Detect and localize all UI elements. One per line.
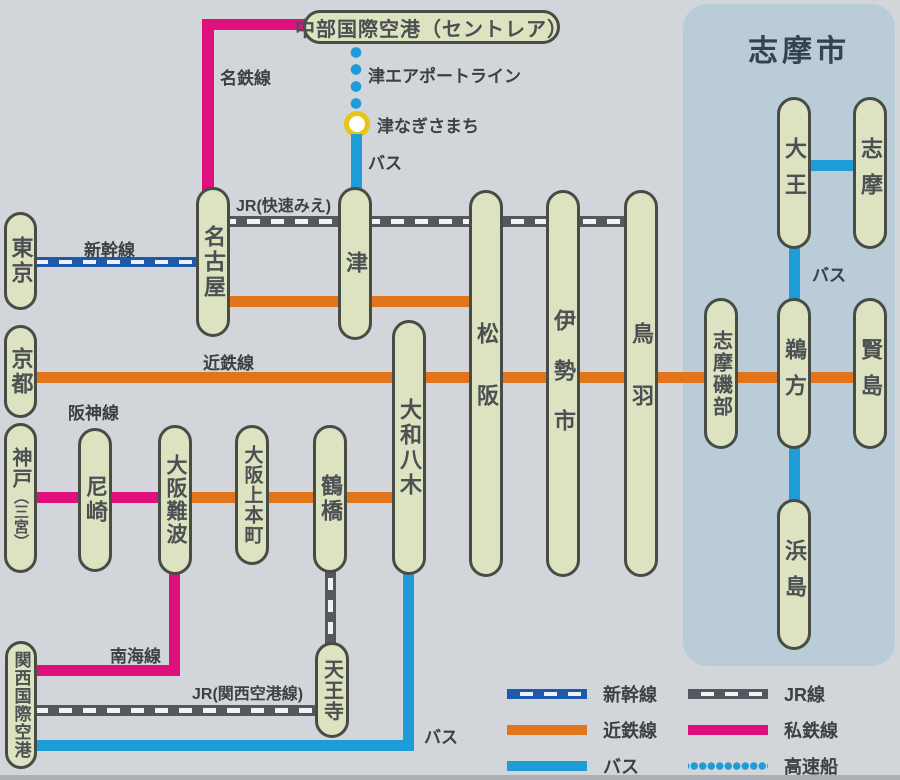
jr-tennoji-line	[325, 568, 336, 646]
jr-kanku-line	[22, 705, 332, 716]
bus-line-yagi-vertical	[403, 570, 414, 751]
bus-line-kanku-horizontal	[22, 740, 414, 751]
bus-line-daio-shima	[808, 160, 858, 171]
bus-line-daio-ugata	[789, 245, 800, 301]
jr-mie-line	[210, 216, 641, 227]
legend-swatch-shinkansen	[507, 689, 587, 699]
kintetsu-osaka-line	[175, 492, 410, 503]
station-tennoji: 天王寺	[315, 642, 349, 738]
kintetsu-main-line	[22, 372, 870, 383]
label-bus-shima: バス	[812, 266, 846, 285]
station-tsuruhashi: 鶴橋	[313, 425, 347, 573]
legend-item-private-rail: 私鉄線	[688, 717, 838, 743]
bus-line-nagisamachi-tsu	[351, 134, 362, 192]
station-nagoya: 名古屋	[196, 187, 230, 337]
label-hanshin: 阪神線	[68, 404, 119, 423]
label-bus-top: バス	[368, 154, 402, 173]
legend-swatch-bus	[507, 761, 587, 771]
legend-swatch-private-rail	[688, 725, 768, 735]
label-nankai: 南海線	[110, 647, 161, 666]
station-kobe-sannomiya: 神戸（三宮）	[4, 423, 37, 573]
station-ise-shi: 伊勢市	[546, 190, 580, 577]
station-shima-isobe: 志摩磯部	[704, 298, 738, 449]
legend-swatch-kintetsu	[507, 725, 587, 735]
legend-item-shinkansen: 新幹線	[507, 681, 657, 707]
legend-swatch-jr	[688, 689, 768, 699]
region-title: 志摩市	[748, 35, 850, 68]
legend-swatch-boat	[688, 761, 768, 771]
tsu-airport-line-dotted	[350, 42, 362, 114]
station-matsusaka: 松阪	[469, 190, 503, 577]
station-amagasaki: 尼崎	[78, 428, 112, 572]
station-tokyo: 東京	[4, 212, 37, 310]
legend-item-kintetsu: 近鉄線	[507, 717, 657, 743]
nankai-line-vertical	[169, 570, 180, 676]
meitetsu-line-vertical	[202, 19, 214, 191]
legend-item-bus: バス	[507, 753, 639, 779]
station-shima: 志摩	[853, 97, 887, 249]
station-kyoto: 京都	[4, 325, 37, 418]
station-centrair: 中部国際空港（セントレア）	[295, 10, 567, 44]
legend-item-boat: 高速船	[688, 753, 838, 779]
label-bus-bottom: バス	[424, 728, 458, 747]
shinkansen-line	[22, 257, 208, 267]
label-meitetsu-line: 名鉄線	[220, 69, 271, 88]
bus-line-ugata-hamajima	[789, 447, 800, 502]
label-jr-kanku: JR(関西空港線)	[192, 686, 304, 703]
station-hamajima: 浜島	[777, 499, 811, 650]
label-shinkansen: 新幹線	[84, 241, 135, 260]
legend-item-jr: JR線	[688, 681, 825, 707]
label-kintetsu: 近鉄線	[203, 354, 254, 373]
station-osaka-uehommachi: 大阪上本町	[235, 425, 269, 565]
station-kansai-airport: 関西国際空港	[5, 641, 37, 769]
station-tsu: 津	[338, 187, 372, 340]
station-osaka-namba: 大阪難波	[158, 425, 192, 575]
station-toba: 鳥羽	[624, 190, 658, 577]
station-ugata: 鵜方	[777, 298, 811, 449]
station-daio: 大王	[777, 97, 811, 249]
label-tsu-airport-line: 津エアポートライン	[368, 67, 521, 86]
meitetsu-line-horizontal	[202, 19, 308, 30]
station-kashikojima: 賢島	[853, 298, 887, 449]
label-tsu-nagisamachi: 津なぎさまち	[377, 117, 479, 136]
label-jr-mie: JR(快速みえ)	[236, 198, 332, 215]
nankai-line-horizontal	[22, 665, 180, 676]
station-yamato-yagi: 大和八木	[392, 320, 426, 575]
